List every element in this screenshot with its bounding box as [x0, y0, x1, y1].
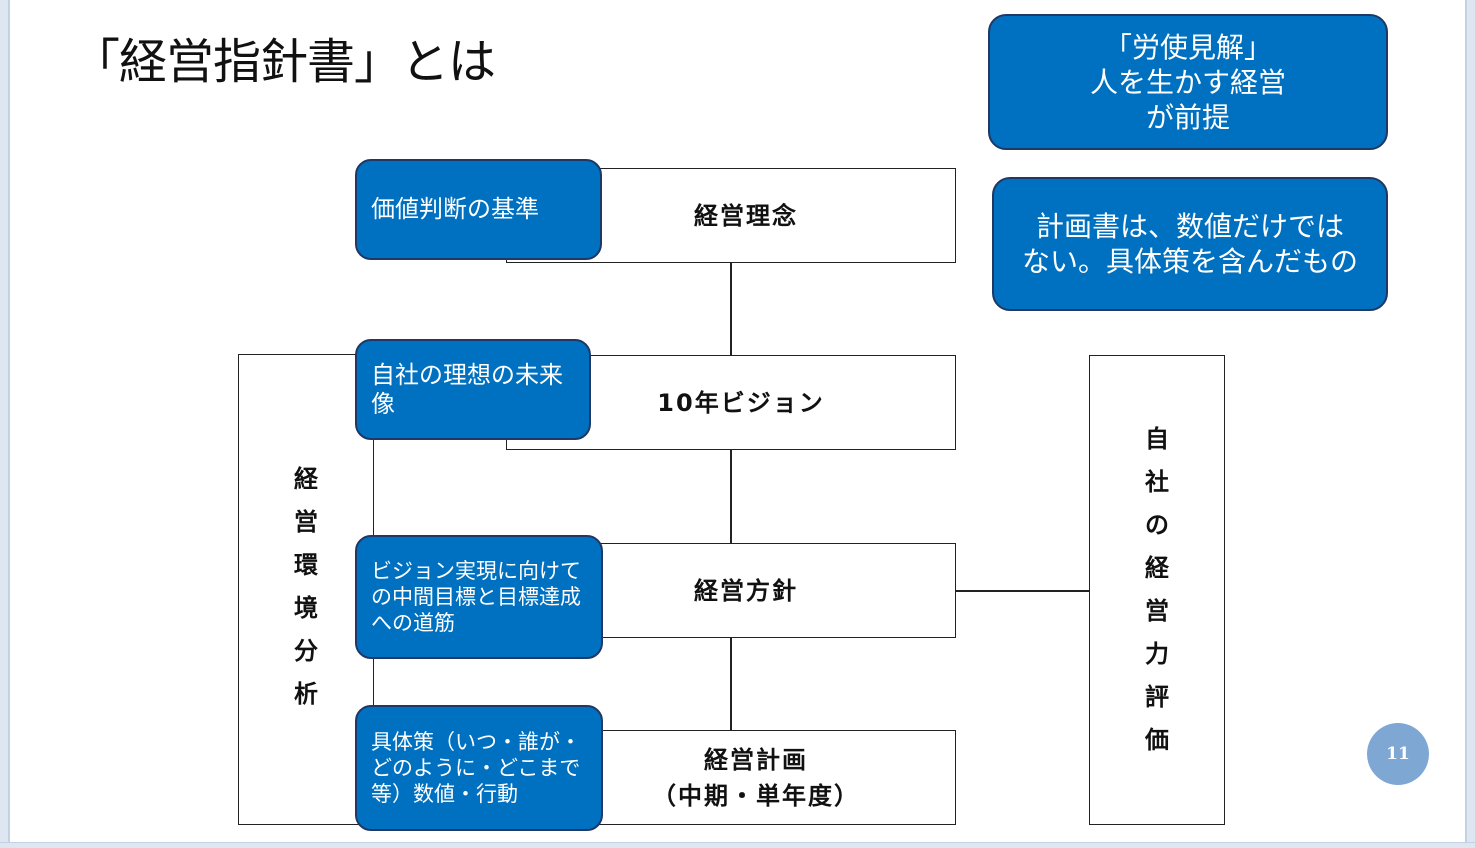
self-evaluation-char: 力	[1145, 640, 1169, 668]
environment-analysis-char: 営	[294, 507, 318, 536]
plan-label: 経営計画	[704, 745, 808, 774]
connector-policy-plan	[730, 637, 732, 731]
slide-frame-bottom	[0, 842, 1475, 848]
environment-analysis-char: 環	[294, 550, 318, 579]
plan-note: 計画書は、数値だけでは ない。具体策を含んだもの	[992, 177, 1388, 311]
premise-note: 「労使見解」 人を生かす経営 が前提	[988, 14, 1388, 150]
connector-philosophy-vision	[730, 262, 732, 356]
plan-sublabel: （中期・単年度）	[652, 781, 860, 810]
self-evaluation-char: 社	[1145, 468, 1169, 496]
policy-callout-text: ビジョン実現に向けての中間目標と目標達成への道筋	[371, 558, 581, 636]
philosophy-callout-text: 価値判断の基準	[371, 195, 539, 224]
self-evaluation-char: 自	[1145, 425, 1169, 453]
policy-label: 経営方針	[694, 576, 798, 605]
vision-label: 10年ビジョン	[657, 388, 825, 417]
philosophy-callout: 価値判断の基準	[355, 159, 602, 260]
plan-note-line-1: 計画書は、数値だけでは	[1035, 210, 1344, 243]
self-evaluation-char: の	[1145, 511, 1169, 539]
premise-note-line-1: 「労使見解」	[1103, 30, 1272, 64]
environment-analysis-char: 析	[294, 679, 318, 708]
slide-frame-left	[0, 0, 10, 848]
plan-callout-text: 具体策（いつ・誰が・どのように・どこまで等）数値・行動	[371, 729, 581, 807]
self-evaluation-char: 営	[1145, 597, 1169, 625]
connector-policy-self-evaluation	[955, 590, 1090, 592]
environment-analysis-box: 経 営 環 境 分 析	[238, 354, 374, 825]
self-evaluation-char: 評	[1145, 683, 1169, 711]
slide-frame-right	[1465, 0, 1475, 848]
plan-note-line-2: ない。具体策を含んだもの	[1021, 245, 1358, 278]
policy-callout: ビジョン実現に向けての中間目標と目標達成への道筋	[355, 535, 603, 659]
premise-note-line-3: が前提	[1145, 100, 1230, 134]
vision-callout: 自社の理想の未来像	[355, 339, 591, 440]
environment-analysis-char: 分	[294, 636, 318, 665]
slide-title: 「経営指針書」とは	[72, 34, 496, 90]
self-evaluation-char: 価	[1145, 726, 1169, 754]
page-number-badge: 11	[1367, 723, 1429, 785]
premise-note-line-2: 人を生かす経営	[1089, 65, 1286, 99]
philosophy-label: 経営理念	[694, 201, 798, 230]
environment-analysis-char: 境	[294, 593, 318, 622]
vision-callout-text: 自社の理想の未来像	[371, 360, 563, 418]
self-evaluation-box: 自 社 の 経 営 力 評 価	[1089, 355, 1225, 825]
plan-callout: 具体策（いつ・誰が・どのように・どこまで等）数値・行動	[355, 705, 603, 831]
self-evaluation-char: 経	[1145, 554, 1169, 582]
connector-vision-policy	[730, 449, 732, 544]
environment-analysis-char: 経	[294, 464, 318, 493]
